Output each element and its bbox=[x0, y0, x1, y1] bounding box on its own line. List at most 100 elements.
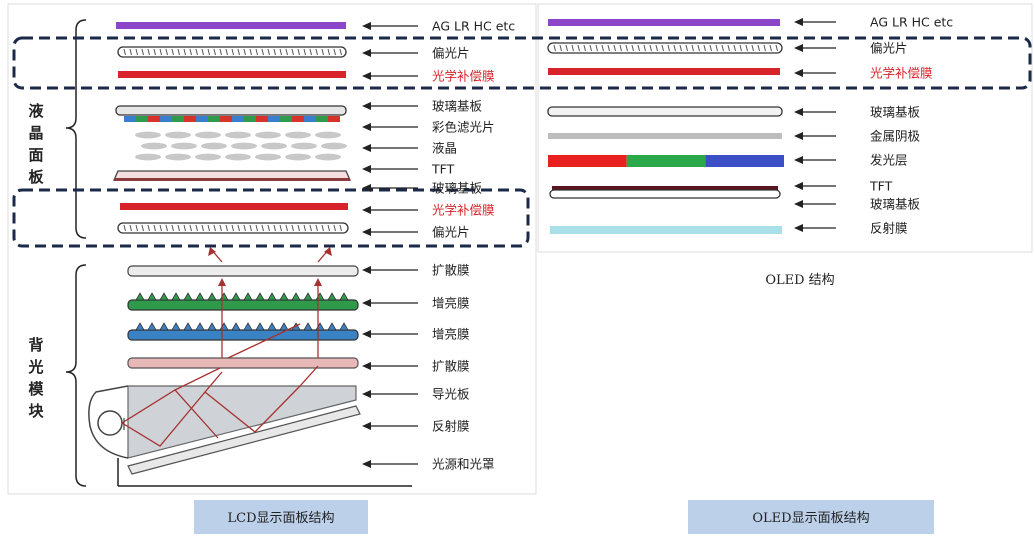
prism-tooth bbox=[147, 292, 157, 301]
optical-compensation-dashed-box-bottom bbox=[12, 188, 530, 248]
polarizer-tick bbox=[297, 224, 300, 232]
polarizer-tick bbox=[291, 48, 294, 56]
polarizer-tick bbox=[279, 48, 282, 56]
polarizer-tick bbox=[207, 48, 210, 56]
label-arrow-head bbox=[362, 22, 371, 30]
liquid-crystal-molecule bbox=[195, 153, 221, 161]
label-arrow-head bbox=[362, 184, 371, 192]
polarizer-tick bbox=[267, 48, 270, 56]
layer-label: 光学补偿膜 bbox=[870, 66, 933, 81]
polarizer-tick bbox=[255, 224, 258, 232]
color-filter-cell bbox=[220, 116, 232, 122]
layer-label: 光学补偿膜 bbox=[432, 69, 495, 84]
polarizer-tick bbox=[775, 44, 778, 52]
polarizer-tick bbox=[213, 224, 216, 232]
polarizer-tick bbox=[243, 48, 246, 56]
lcd-compensation-bottom bbox=[120, 203, 348, 210]
label-arrow-head bbox=[362, 330, 371, 338]
polarizer-tick bbox=[649, 44, 652, 52]
polarizer-tick bbox=[135, 48, 138, 56]
prism-tooth bbox=[327, 292, 337, 301]
polarizer-tick bbox=[255, 48, 258, 56]
oled-title: OLED 结构 bbox=[765, 273, 834, 288]
brightness-film-base bbox=[127, 299, 359, 311]
brightness-film-green bbox=[127, 292, 359, 311]
prism-tooth bbox=[339, 322, 349, 331]
polarizer-tick bbox=[727, 44, 730, 52]
backlight-label-char: 背 bbox=[28, 336, 43, 354]
label-arrow-head bbox=[794, 108, 803, 116]
oled-glass-bottom bbox=[549, 189, 781, 199]
label-arrow-head bbox=[362, 422, 371, 430]
polarizer-tick bbox=[141, 48, 144, 56]
polarizer-tick bbox=[291, 224, 294, 232]
polarizer-tick bbox=[177, 224, 180, 232]
polarizer-tick bbox=[249, 48, 252, 56]
oled-caption-box bbox=[688, 500, 934, 534]
layer-label: 反射膜 bbox=[432, 419, 470, 434]
emissive-subpixel bbox=[626, 155, 706, 167]
polarizer-tick bbox=[243, 224, 246, 232]
polarizer-tick bbox=[141, 224, 144, 232]
prism-tooth bbox=[267, 322, 277, 331]
liquid-crystal-molecule bbox=[195, 131, 221, 139]
polarizer-tick bbox=[667, 44, 670, 52]
layer-label: 发光层 bbox=[870, 153, 908, 168]
layer-label: 光源和光罩 bbox=[432, 457, 495, 472]
prism-tooth bbox=[255, 322, 265, 331]
label-arrow-head bbox=[362, 460, 371, 468]
polarizer-tick bbox=[333, 48, 336, 56]
lcd-polarizer-top bbox=[117, 46, 347, 58]
prism-tooth bbox=[183, 322, 193, 331]
lcd-compensation-top bbox=[118, 71, 346, 78]
polarizer-texture bbox=[553, 44, 778, 52]
polarizer-tick bbox=[183, 224, 186, 232]
color-filter-cell bbox=[328, 116, 340, 122]
label-arrow-head bbox=[362, 228, 371, 236]
layer-label: AG LR HC etc bbox=[432, 19, 515, 34]
polarizer-tick bbox=[129, 48, 132, 56]
polarizer-tick bbox=[303, 224, 306, 232]
lcd-caption-box bbox=[194, 500, 368, 534]
liquid-crystal-molecule bbox=[315, 131, 341, 139]
polarizer-tick bbox=[309, 224, 312, 232]
polarizer-tick bbox=[763, 44, 766, 52]
layer-label: 彩色滤光片 bbox=[432, 120, 495, 135]
panel-label-char: 晶 bbox=[28, 124, 43, 142]
lcd-caption: LCD显示面板结构 bbox=[227, 511, 334, 526]
liquid-crystal-molecule bbox=[315, 153, 341, 161]
polarizer-tick bbox=[315, 48, 318, 56]
color-filter-cell bbox=[196, 116, 208, 122]
polarizer-tick bbox=[757, 44, 760, 52]
layer-label: TFT bbox=[431, 162, 455, 177]
polarizer-tick bbox=[721, 44, 724, 52]
polarizer-tick bbox=[159, 224, 162, 232]
polarizer-tick bbox=[685, 44, 688, 52]
liquid-crystal-molecule bbox=[255, 153, 281, 161]
prism-tooth bbox=[207, 292, 217, 301]
polarizer-tick bbox=[171, 48, 174, 56]
reflector-sheet bbox=[127, 405, 361, 475]
polarizer-tick bbox=[213, 48, 216, 56]
oled-metal-cathode bbox=[548, 133, 782, 139]
label-arrow-head bbox=[362, 299, 371, 307]
liquid-crystal-molecule bbox=[165, 153, 191, 161]
light-source bbox=[97, 410, 123, 436]
label-arrow-head bbox=[362, 165, 371, 173]
polarizer-tick bbox=[637, 44, 640, 52]
prism-tooth bbox=[327, 322, 337, 331]
layer-label: AG LR HC etc bbox=[870, 15, 953, 30]
polarizer-tick bbox=[219, 48, 222, 56]
polarizer-tick bbox=[559, 44, 562, 52]
polarizer-tick bbox=[739, 44, 742, 52]
polarizer-tick bbox=[153, 48, 156, 56]
label-arrow-head bbox=[362, 362, 371, 370]
label-arrow-head bbox=[362, 144, 371, 152]
liquid-crystal-molecule bbox=[135, 153, 161, 161]
polarizer-tick bbox=[327, 224, 330, 232]
color-filter-cell bbox=[124, 116, 136, 122]
diffuser-bottom bbox=[127, 357, 359, 369]
prism-tooth bbox=[279, 292, 289, 301]
polarizer-tick bbox=[189, 48, 192, 56]
label-arrow-head bbox=[362, 266, 371, 274]
